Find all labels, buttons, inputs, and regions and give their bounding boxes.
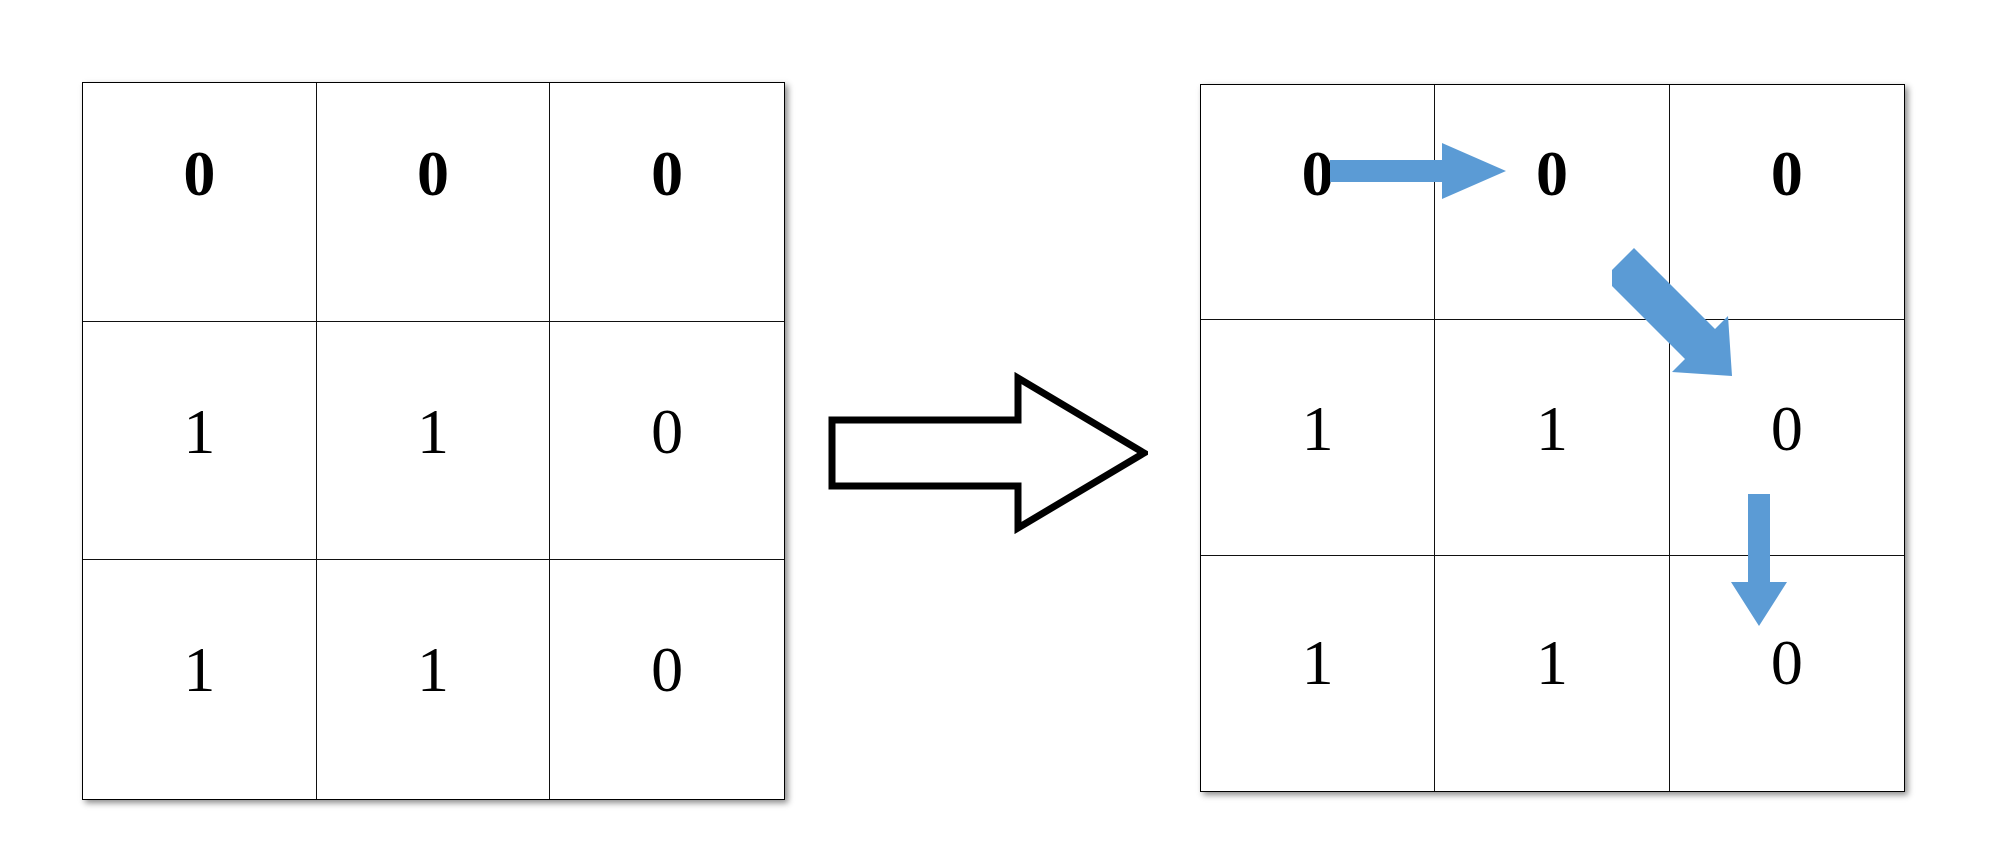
input-cell-r1c2: 0 <box>550 322 784 561</box>
output-cell-r2c0: 1 <box>1201 555 1436 791</box>
output-cell-r0c1: 0 <box>1435 85 1670 321</box>
cell-value: 0 <box>1770 393 1803 465</box>
output-cell-r1c1: 1 <box>1435 320 1670 556</box>
input-grid: 0 0 0 1 1 0 1 1 0 <box>82 82 785 800</box>
cell-value: 1 <box>1535 627 1568 699</box>
cell-value: 0 <box>651 396 684 468</box>
cell-value: 0 <box>1770 138 1803 210</box>
output-cell-r0c2: 0 <box>1669 85 1904 321</box>
cell-value: 0 <box>1535 138 1568 210</box>
cell-value: 1 <box>1535 393 1568 465</box>
input-cell-r0c0: 0 <box>83 83 317 322</box>
cell-value: 0 <box>416 137 449 209</box>
input-cell-r2c2: 0 <box>550 560 784 799</box>
cell-value: 0 <box>1770 627 1803 699</box>
cell-value: 1 <box>1301 393 1334 465</box>
output-cell-r2c1: 1 <box>1435 555 1670 791</box>
output-cell-r2c2: 0 <box>1670 556 1904 791</box>
cell-value: 0 <box>651 137 684 209</box>
output-cell-r1c0: 1 <box>1201 320 1436 556</box>
input-cell-r1c0: 1 <box>83 321 317 561</box>
output-cell-r1c2: 0 <box>1669 320 1904 556</box>
input-cell-r2c1: 1 <box>317 560 551 799</box>
cell-value: 0 <box>1301 138 1334 210</box>
input-cell-r2c0: 1 <box>83 560 317 799</box>
cell-value: 0 <box>183 137 216 209</box>
input-cell-r1c1: 1 <box>316 321 551 561</box>
input-cell-r0c2: 0 <box>550 83 784 322</box>
cell-value: 1 <box>1301 627 1334 699</box>
input-cell-r0c1: 0 <box>316 83 551 322</box>
cell-value: 1 <box>183 633 216 705</box>
output-cell-r0c0: 0 <box>1201 85 1436 321</box>
cell-value: 1 <box>183 396 216 468</box>
cell-value: 1 <box>416 396 449 468</box>
cell-value: 0 <box>651 633 684 705</box>
cell-value: 1 <box>416 633 449 705</box>
block-arrow-right-icon <box>828 372 1148 534</box>
output-grid: 0 0 0 1 1 0 1 1 0 <box>1200 84 1905 792</box>
